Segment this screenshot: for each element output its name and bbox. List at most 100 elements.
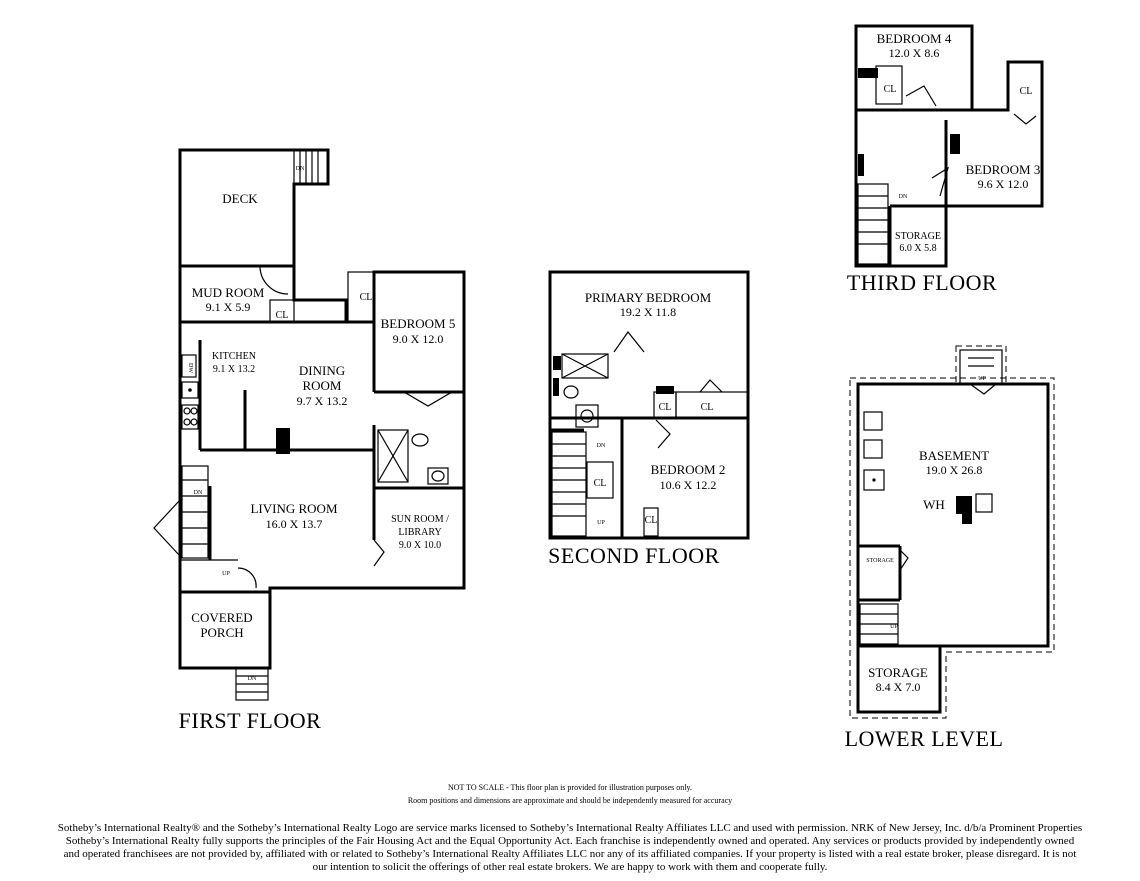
third-cl-1: CL <box>884 84 897 95</box>
dining-label-1: DINING <box>299 363 345 378</box>
mudroom-label: MUD ROOM <box>192 285 265 300</box>
lower-level-title: LOWER LEVEL <box>845 726 1004 751</box>
bedroom5-dim: 9.0 X 12.0 <box>393 332 444 346</box>
front-door <box>237 567 257 589</box>
third-stairs <box>857 183 889 265</box>
third-chimney-2 <box>950 134 960 154</box>
mudroom-closet <box>269 299 295 323</box>
disclaimer-line-1: NOT TO SCALE - This floor plan is provid… <box>448 783 692 792</box>
legal-line-1: Sotheby’s International Realty® and the … <box>57 822 1083 834</box>
primary-door <box>613 330 645 353</box>
second-cl-4: CL <box>645 515 658 526</box>
second-tub <box>561 353 609 379</box>
shower <box>377 429 409 483</box>
first-stairs-up: UP <box>222 571 230 577</box>
mudroom-dim: 9.1 X 5.9 <box>206 300 251 314</box>
legal-notice: Sotheby’s International Realty® and the … <box>0 822 1140 874</box>
primary-bedroom-label: PRIMARY BEDROOM <box>585 290 712 305</box>
second-stairs-up: UP <box>597 520 605 526</box>
first-floor-title: FIRST FLOOR <box>179 708 322 733</box>
lower-outline-outer <box>849 377 1055 719</box>
bedroom2-dim: 10.6 X 12.2 <box>660 478 717 492</box>
lower-appliance <box>975 493 993 513</box>
primary-closet-door <box>699 379 723 393</box>
second-stairs-closet <box>586 461 614 499</box>
storage-lower-dim: 8.4 X 7.0 <box>876 680 921 694</box>
storage3-label: STORAGE <box>895 231 941 242</box>
sunroom-label-2: LIBRARY <box>398 527 441 538</box>
bedroom3-door <box>931 166 950 197</box>
legal-line-4: our intention to solicit the offerings o… <box>312 861 828 873</box>
mudroom-door <box>259 265 289 295</box>
dining-label-2: ROOM <box>302 378 341 393</box>
bedroom2-door <box>655 419 671 449</box>
laundry-washer <box>863 411 883 431</box>
sunroom-door <box>373 539 385 567</box>
second-floor-outline <box>548 270 750 540</box>
scale-disclaimer: NOT TO SCALE - This floor plan is provid… <box>0 781 1140 807</box>
porch-label-1: COVERED <box>191 610 252 625</box>
primary-bedroom-dim: 19.2 X 11.8 <box>620 305 676 319</box>
water-heater-label: WH <box>923 497 945 512</box>
bedroom4-label: BEDROOM 4 <box>877 31 952 46</box>
bedroom3-dim: 9.6 X 12.0 <box>978 177 1029 191</box>
lower-stairs-up: UP <box>890 624 898 630</box>
kitchen-label: KITCHEN <box>212 351 256 362</box>
mudroom-cl: CL <box>276 310 289 321</box>
living-room-label: LIVING ROOM <box>250 501 337 516</box>
deck-stairs <box>293 149 329 185</box>
bedroom5-door <box>403 391 453 407</box>
deck-label: DECK <box>222 191 258 206</box>
toilet <box>411 433 429 447</box>
porch-stairs-dn: DN <box>248 676 257 682</box>
third-cl-2: CL <box>1020 86 1033 97</box>
fireplace <box>276 428 290 454</box>
legal-line-2: Sotheby’s International Realty fully sup… <box>65 835 1075 847</box>
water-heater <box>956 496 972 524</box>
second-cl-2: CL <box>701 402 714 413</box>
bedroom4-closet <box>875 65 903 105</box>
stove <box>181 404 199 430</box>
third-floor-outline <box>854 24 1044 268</box>
storage-small-label: STORAGE <box>866 558 894 564</box>
living-room-dim: 16.0 X 13.7 <box>266 517 323 531</box>
side-door <box>153 499 181 557</box>
laundry-dryer <box>863 439 883 459</box>
second-floor-title: SECOND FLOOR <box>548 543 720 568</box>
second-sink <box>575 404 599 428</box>
first-floor-plan: DECK MUD ROOM 9.1 X 5.9 CL CL BEDROOM 5 … <box>153 148 466 733</box>
bedroom3-closet-door <box>1013 113 1037 125</box>
third-floor-plan: BEDROOM 4 12.0 X 8.6 CL CL BEDROOM 3 9.6… <box>847 24 1044 295</box>
basement-dim: 19.0 X 26.8 <box>926 463 983 477</box>
basement-label: BASEMENT <box>919 448 989 463</box>
bedroom5-closet <box>347 271 375 323</box>
deck-stairs-dn: DN <box>296 166 305 172</box>
covered-porch-outline <box>178 590 272 670</box>
bedroom4-dim: 12.0 X 8.6 <box>889 46 940 60</box>
dishwasher-label: DW <box>187 363 193 373</box>
second-chimney <box>656 386 674 394</box>
lower-outline <box>856 382 1050 714</box>
disclaimer-line-2: Room positions and dimensions are approx… <box>407 796 733 805</box>
third-floor-title: THIRD FLOOR <box>847 270 997 295</box>
second-stairs <box>551 431 587 537</box>
bedroom5-cl: CL <box>360 292 373 303</box>
first-stairs-dn: DN <box>194 490 203 496</box>
kitchen-dim: 9.1 X 13.2 <box>213 364 255 375</box>
bedroom4-door <box>905 85 937 107</box>
sunroom-dim: 9.0 X 10.0 <box>399 540 441 551</box>
second-stairs-dn: DN <box>597 443 606 449</box>
third-stairs-dn: DN <box>899 194 908 200</box>
second-cl-3: CL <box>594 478 607 489</box>
third-chimney-1 <box>858 68 878 78</box>
legal-line-3: and operated franchisees are not provide… <box>63 848 1077 860</box>
lower-level-plan: BASEMENT 19.0 X 26.8 WH STORAGE UP UP ST… <box>845 345 1055 751</box>
bulkhead-up: UP <box>978 376 986 382</box>
second-cl-1: CL <box>659 402 672 413</box>
bedroom2-label: BEDROOM 2 <box>651 462 726 477</box>
bath-sink <box>427 467 449 485</box>
laundry-sink <box>863 469 885 491</box>
bedroom5-label: BEDROOM 5 <box>381 316 456 331</box>
bedroom2-closet <box>643 507 659 537</box>
